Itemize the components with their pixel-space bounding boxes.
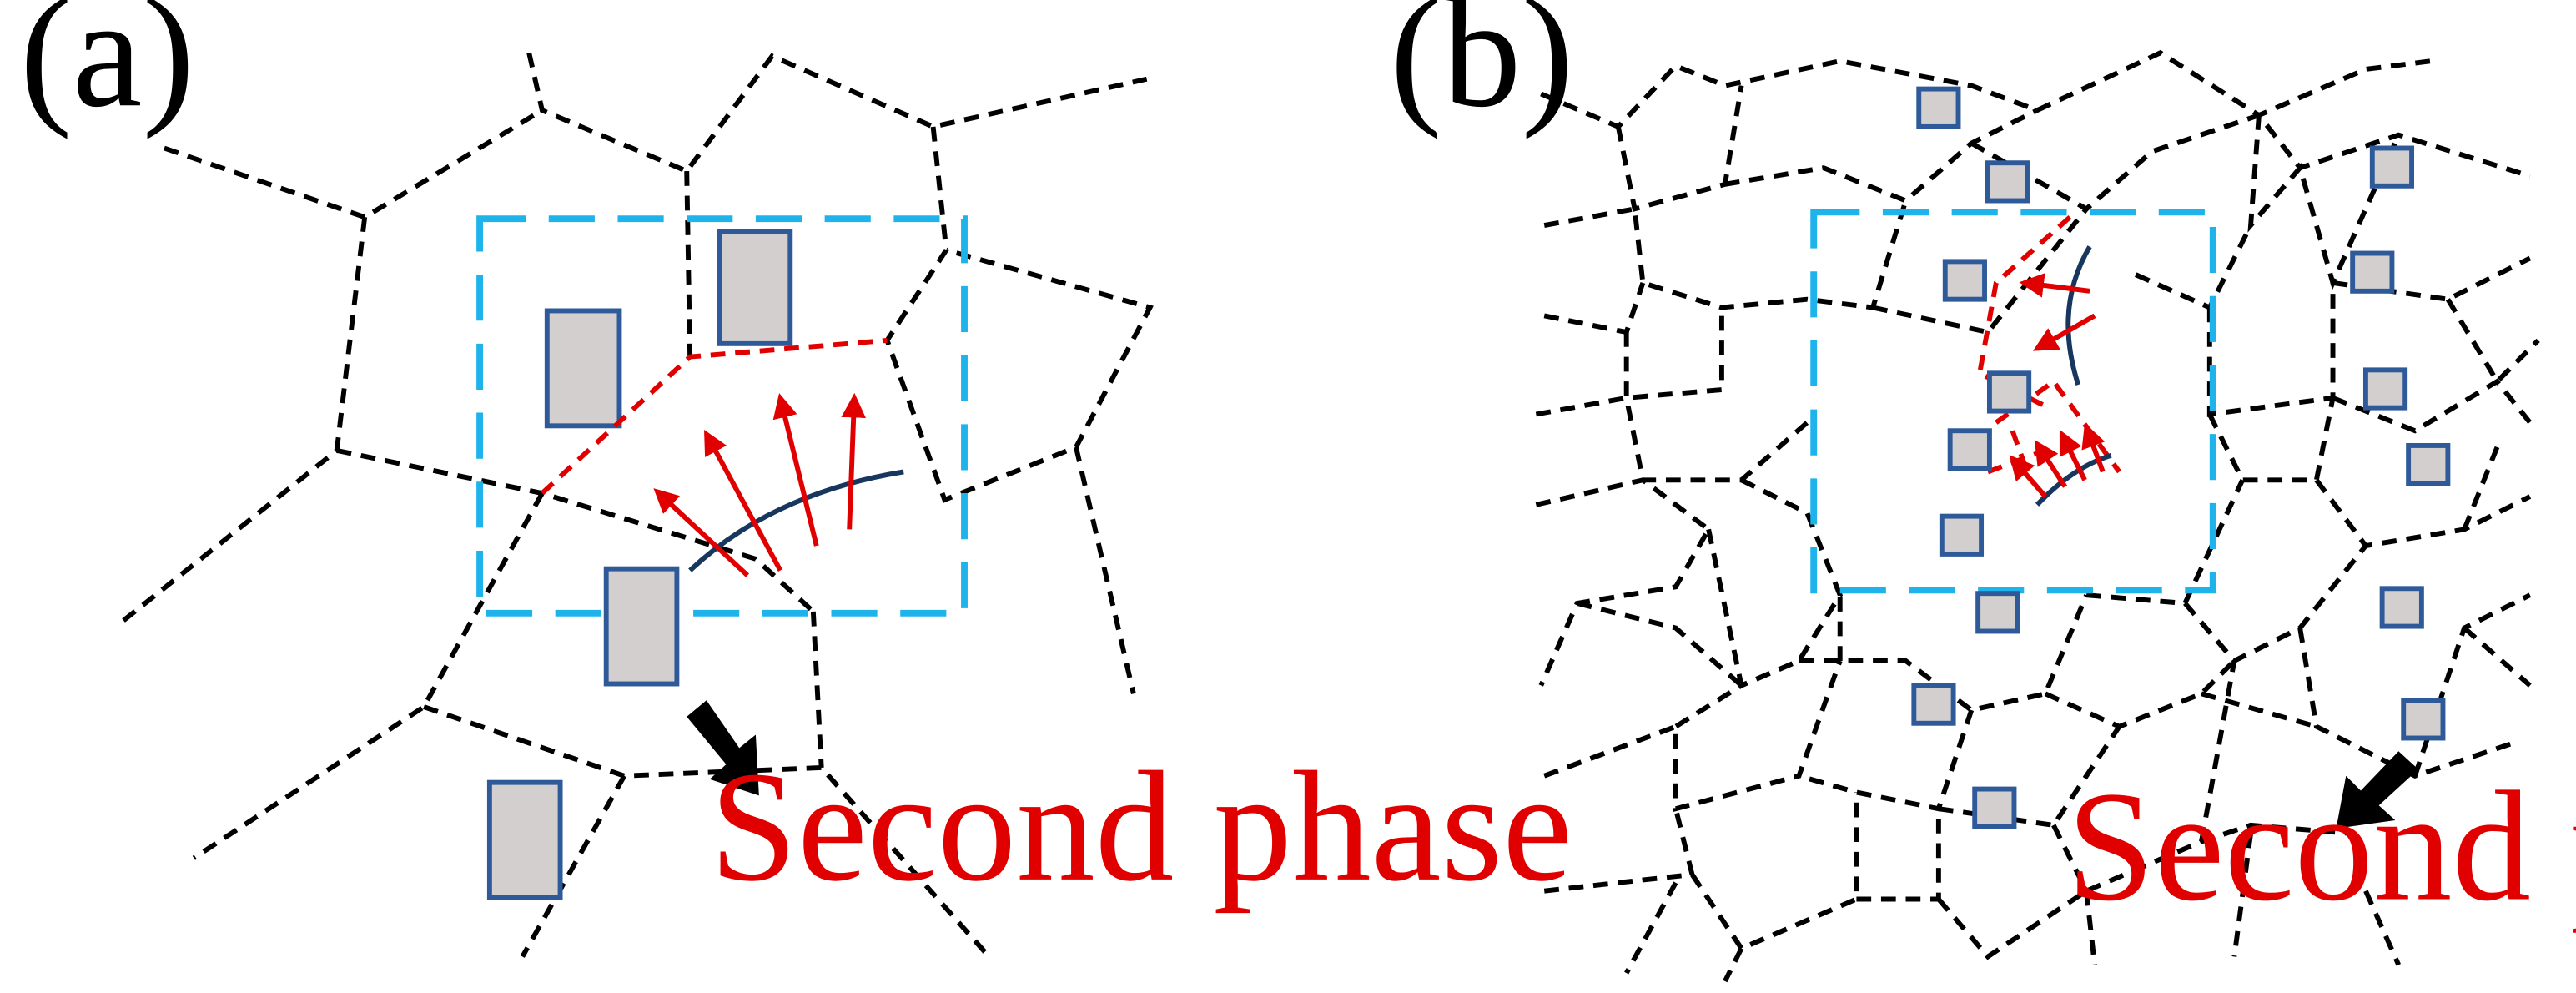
second-phase-particle xyxy=(603,566,680,687)
second-phase-particle xyxy=(2406,442,2451,486)
second-phase-particle xyxy=(1986,370,2032,414)
migration-arrow xyxy=(841,392,866,530)
panel-a-second-phase-label: Second phase xyxy=(710,739,1572,914)
panel-b: (b) xyxy=(1390,0,2576,983)
second-phase-particle xyxy=(1916,86,1961,129)
second-phase-particle xyxy=(2379,586,2424,629)
second-phase-particle xyxy=(2369,145,2415,189)
second-phase-particle xyxy=(2350,250,2395,294)
migration-arrow xyxy=(2034,440,2067,488)
second-phase-particle xyxy=(2362,367,2408,411)
panel-a-second-phase-particles xyxy=(486,229,793,900)
second-phase-particle xyxy=(1985,160,2030,204)
panel-b-focus-box xyxy=(1810,209,2216,594)
migration-arrow xyxy=(653,488,750,577)
second-phase-particle xyxy=(1942,259,1987,302)
panel-a-label: (a) xyxy=(20,0,195,139)
second-phase-particle xyxy=(544,308,622,429)
second-phase-particle xyxy=(1947,428,1992,471)
panel-a-pointer-arrow xyxy=(687,700,759,796)
panel-b-pointer-arrow xyxy=(2336,751,2418,829)
panel-b-migrating-boundaries xyxy=(1976,214,2121,478)
panel-b-bowing-boundary-lower xyxy=(2035,452,2112,507)
panel-b-second-phase-label: Second phase xyxy=(2066,759,2576,933)
panel-a-migration-arrows xyxy=(653,392,866,577)
migration-arrow xyxy=(2009,455,2048,498)
panel-a-migrating-boundary xyxy=(540,337,888,496)
panel-a-bowing-boundary xyxy=(688,469,904,572)
second-phase-particle xyxy=(1975,591,2020,634)
second-phase-particle xyxy=(1972,786,2017,829)
panel-a: (a) Sec xyxy=(20,0,1572,959)
panel-b-bowing-boundary-upper xyxy=(2065,245,2092,386)
migration-arrow xyxy=(2032,313,2096,351)
migration-arrow xyxy=(2081,422,2106,473)
panel-b-migration-arrows xyxy=(2009,273,2106,498)
migration-arrow xyxy=(704,429,783,572)
panel-a-focus-box xyxy=(476,215,968,617)
migration-arrow xyxy=(772,393,819,547)
second-phase-particle xyxy=(717,229,793,346)
second-phase-particle xyxy=(1911,683,1956,726)
panel-b-label: (b) xyxy=(1390,0,1573,139)
migration-arrow xyxy=(2059,429,2087,481)
migration-arrow xyxy=(2019,273,2090,298)
second-phase-particle xyxy=(1939,513,1985,557)
second-phase-particle xyxy=(2401,698,2446,741)
panel-a-grain-boundaries xyxy=(116,52,1154,959)
second-phase-particle xyxy=(486,779,563,900)
panel-b-second-phase-particles xyxy=(1911,86,2451,829)
